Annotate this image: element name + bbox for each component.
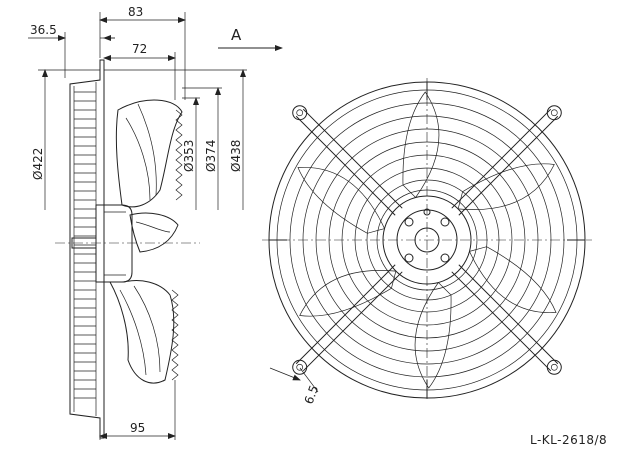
blade-serrations	[171, 109, 183, 381]
fan-blades	[297, 91, 557, 389]
dim-6-5-lines	[269, 367, 319, 393]
side-view	[55, 59, 200, 439]
dim-36-5: 36.5	[30, 23, 57, 37]
front-view	[262, 78, 592, 402]
dim-72: 72	[132, 42, 147, 56]
grille-wire-ticks	[74, 91, 96, 399]
dim-dia-374: Ø374	[204, 140, 218, 172]
grille-struts	[269, 82, 585, 398]
dim-83: 83	[128, 5, 143, 19]
dim-dia-438: Ø438	[229, 140, 243, 172]
side-view-dimensions	[28, 12, 283, 440]
drawing-reference: L-KL-2618/8	[530, 433, 607, 447]
dim-6-5: 6.5	[302, 383, 322, 406]
dim-dia-353: Ø353	[182, 140, 196, 172]
dim-95: 95	[130, 421, 145, 435]
dim-dia-422: Ø422	[31, 148, 45, 180]
view-arrow-label: A	[231, 26, 242, 44]
